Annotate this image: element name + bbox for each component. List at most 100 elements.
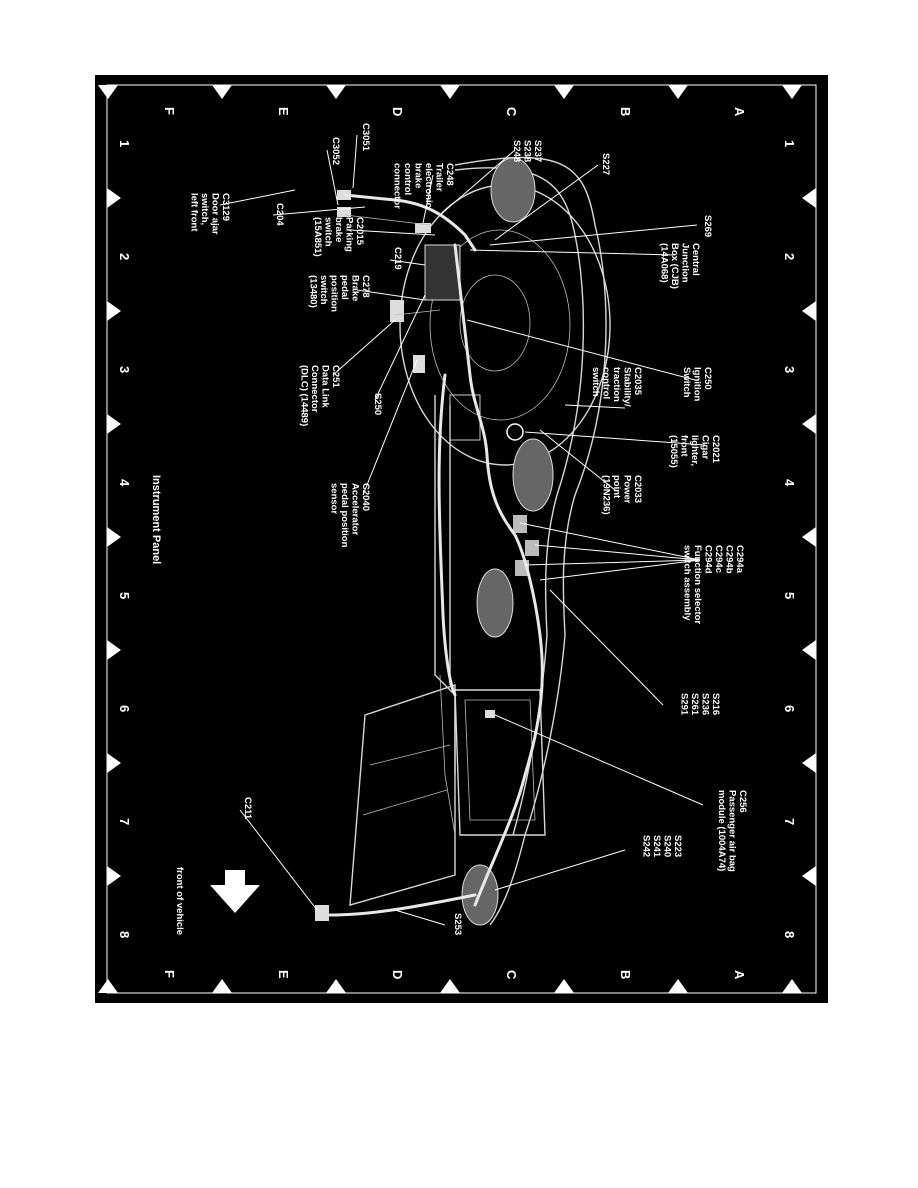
callout-line: C294d xyxy=(703,545,714,574)
leader-lines xyxy=(219,134,706,926)
callout-c219: C219 xyxy=(392,247,403,270)
callout-line: S240 xyxy=(662,835,673,857)
harness-main xyxy=(453,243,544,907)
front-arrow-icon xyxy=(210,870,260,913)
left-marker xyxy=(107,188,121,208)
connector-c211-block xyxy=(315,905,329,921)
callout-line: position xyxy=(329,275,340,312)
callout-line: Switch xyxy=(681,367,692,398)
callout-line: Door ajar xyxy=(210,193,221,235)
callout-line: C251 xyxy=(330,365,341,388)
callout-s227: S227 xyxy=(600,153,611,175)
callout-s269: S269 xyxy=(702,215,713,237)
bottom-marker xyxy=(554,979,574,993)
glove-box-frame xyxy=(454,689,546,836)
callout-s250: S250 xyxy=(372,393,383,415)
callout-line: switch, xyxy=(199,193,210,225)
top-marker xyxy=(212,85,232,99)
grid-markers xyxy=(98,85,816,993)
connector-c278-block xyxy=(390,300,404,322)
harness-brake-branch xyxy=(394,309,441,316)
col-label-left-5: 5 xyxy=(117,592,132,599)
left-marker xyxy=(107,866,121,886)
callout-line: C204 xyxy=(274,203,285,226)
callout-line: brake xyxy=(333,217,344,242)
callout-line: module (1004A74) xyxy=(716,790,727,871)
center-vent-right xyxy=(476,568,514,638)
function-selector-a xyxy=(513,515,527,533)
col-label-right-5: 5 xyxy=(782,592,797,599)
left-marker xyxy=(107,301,121,321)
callout-line: S242 xyxy=(641,835,652,857)
callout-line: switch assembly xyxy=(682,545,693,621)
bottom-marker xyxy=(668,979,688,993)
callout-c3051: C3051 xyxy=(360,123,371,152)
row-label-bottom-B: B xyxy=(618,970,633,979)
callout-s253: S253 xyxy=(452,913,463,935)
row-label-top-B: B xyxy=(618,107,633,116)
cigar-lighter-outline xyxy=(506,423,524,441)
row-label-top-E: E xyxy=(276,107,291,116)
row-label-bottom-E: E xyxy=(276,970,291,979)
callout-c204: C204 xyxy=(274,203,285,226)
callout-line: connector xyxy=(392,163,403,209)
callout-line: Trailer xyxy=(434,163,445,192)
callout-line: C294a xyxy=(734,545,745,574)
callout-line: control xyxy=(601,367,612,399)
instrument-panel-drawing xyxy=(315,156,611,926)
col-label-right-1: 1 xyxy=(782,140,797,147)
callout-line: C2015 xyxy=(354,217,365,246)
col-label-left-3: 3 xyxy=(117,366,132,373)
callout-line: C2040 xyxy=(360,483,371,511)
col-label-left-4: 4 xyxy=(117,479,132,487)
col-label-right-2: 2 xyxy=(782,253,797,260)
callout-line: C294c xyxy=(713,545,724,573)
center-vent-left xyxy=(512,438,554,512)
callout-line: C2033 xyxy=(632,475,643,503)
callout-line: S241 xyxy=(651,835,662,858)
harness-left-1 xyxy=(343,193,477,252)
callout-line: brake xyxy=(413,163,424,188)
callout-line: C3051 xyxy=(360,123,371,152)
callout-line: Stability/ xyxy=(622,367,633,407)
left-marker xyxy=(107,414,121,434)
callout-line: S238 xyxy=(522,140,533,162)
callout-line: C211 xyxy=(242,797,253,820)
left-vent xyxy=(490,157,536,223)
steering-wheel-outline xyxy=(399,184,611,466)
top-marker xyxy=(326,85,346,99)
kick-line-1 xyxy=(369,744,451,766)
callout-line: C278 xyxy=(360,275,371,298)
col-label-left-8: 8 xyxy=(117,931,132,938)
callout-line: C219 xyxy=(392,247,403,270)
bottom-marker xyxy=(440,979,460,993)
connector-c248-block xyxy=(415,223,431,233)
connector-c3052-block xyxy=(337,207,351,217)
col-label-left-1: 1 xyxy=(117,140,132,147)
bottom-marker xyxy=(326,979,346,993)
connector-c2040-block xyxy=(413,355,425,373)
callout-line: Brake xyxy=(350,275,361,301)
callout-line: S248 xyxy=(511,140,522,162)
right-marker xyxy=(802,753,816,773)
top-marker xyxy=(440,85,460,99)
callout-line: Data Link xyxy=(320,365,331,408)
row-label-bottom-A: A xyxy=(732,970,747,980)
callout-line: pedal position xyxy=(339,483,350,548)
top-marker xyxy=(782,85,802,99)
callout-line: switch xyxy=(323,217,334,247)
top-marker xyxy=(98,85,118,99)
col-label-right-6: 6 xyxy=(782,705,797,712)
